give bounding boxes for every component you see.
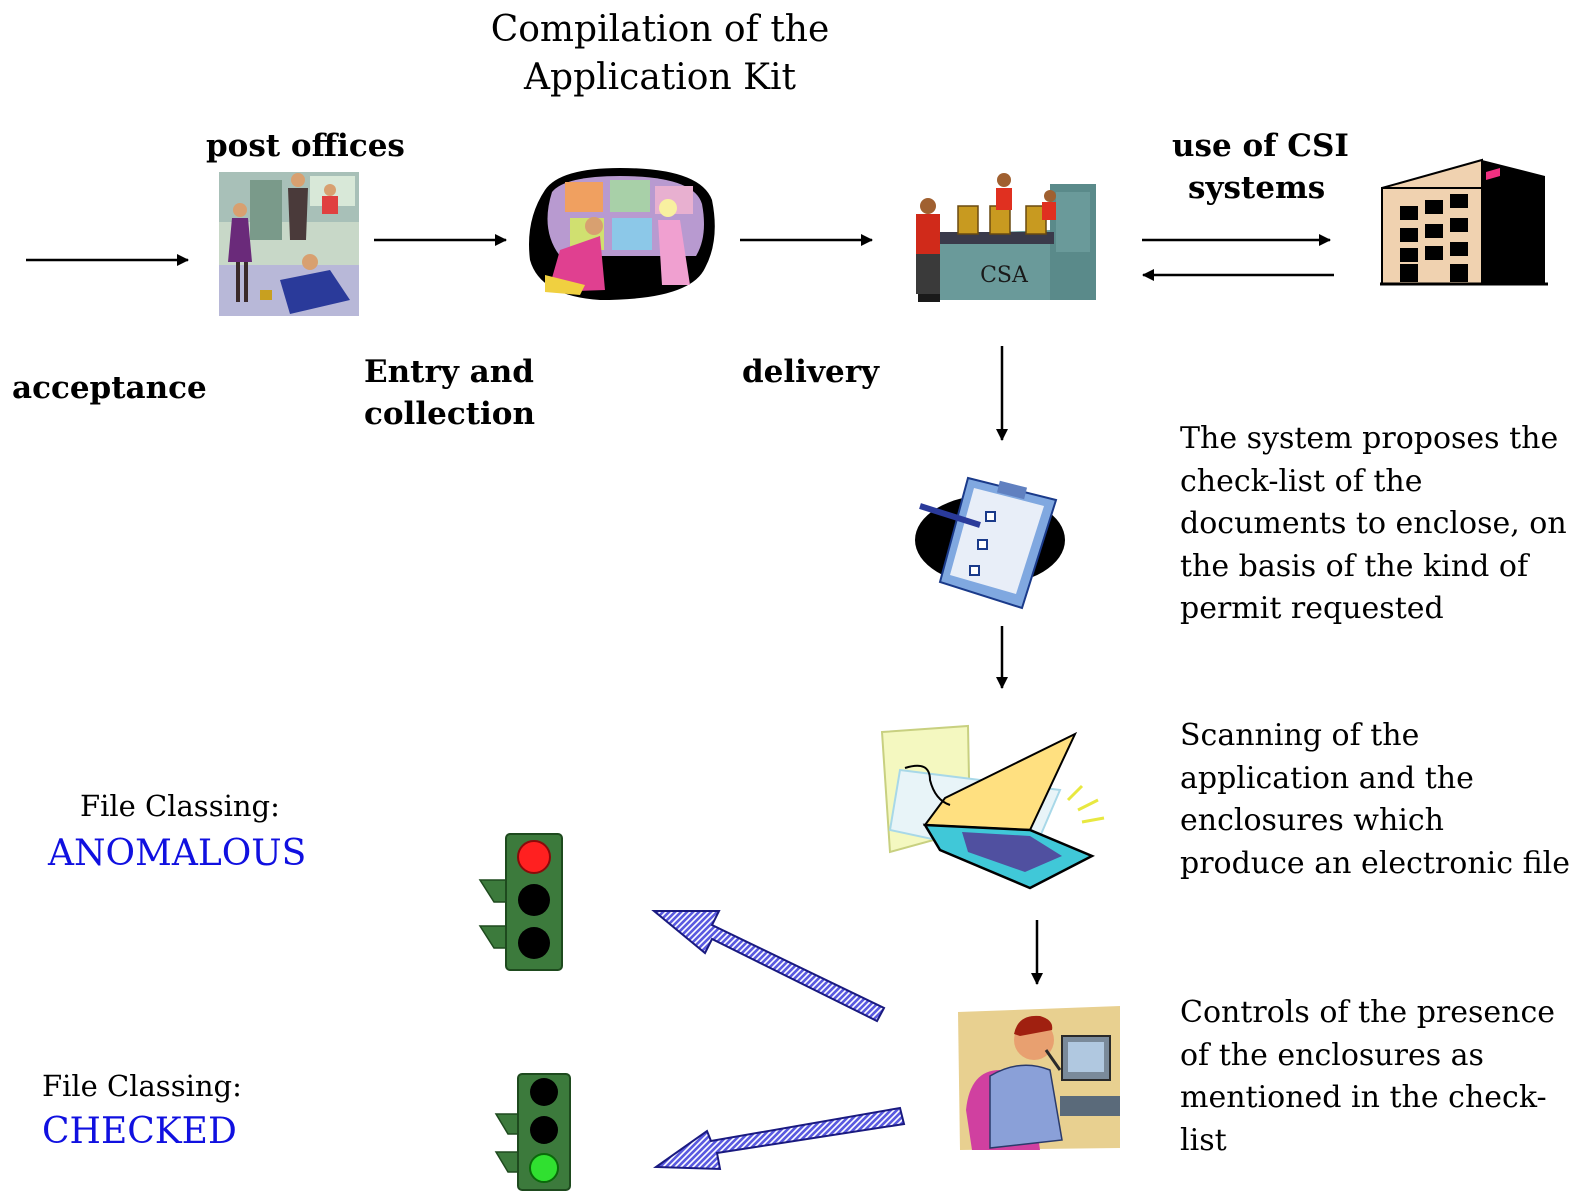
operator-computer-icon <box>958 1006 1120 1150</box>
title-line-2: Application Kit <box>524 57 796 98</box>
anomalous-classing-label: File Classing: <box>80 789 280 823</box>
label-post-offices: post offices <box>206 128 405 164</box>
description-controls: Controls of the presence of the enclosur… <box>1180 995 1556 1158</box>
csa-label: CSA <box>980 263 1029 288</box>
green-light-on <box>529 1153 559 1183</box>
traffic-light-green-icon <box>494 1073 571 1191</box>
diagram-title: Compilation of the Application Kit <box>440 6 880 102</box>
csa-desk-clipart-icon: CSA <box>916 173 1096 302</box>
hatched-arrow-anomalous <box>651 910 886 1023</box>
red-light-on <box>517 840 551 874</box>
label-entry: Entry and <box>364 354 534 390</box>
collection-clipart-icon <box>529 168 715 300</box>
label-systems: systems <box>1188 170 1326 206</box>
checked-classing-label: File Classing: <box>42 1069 242 1103</box>
checklist-clipboard-icon <box>915 476 1065 610</box>
title-line-1: Compilation of the <box>490 9 830 50</box>
label-acceptance: acceptance <box>12 370 207 406</box>
description-checklist: The system proposes the check-list of th… <box>1180 421 1567 626</box>
traffic-light-red-icon <box>478 833 563 971</box>
anomalous-status: ANOMALOUS <box>48 833 307 874</box>
label-use-of-csi: use of CSI <box>1172 128 1349 164</box>
description-scanning: Scanning of the application and the encl… <box>1180 718 1570 881</box>
hatched-arrow-checked <box>652 1106 906 1171</box>
scanner-icon <box>880 724 1105 890</box>
building-icon <box>1380 158 1548 286</box>
checked-status: CHECKED <box>42 1111 237 1152</box>
label-delivery: delivery <box>742 354 880 390</box>
post-office-clipart-icon <box>219 172 359 316</box>
label-collection: collection <box>364 396 536 432</box>
